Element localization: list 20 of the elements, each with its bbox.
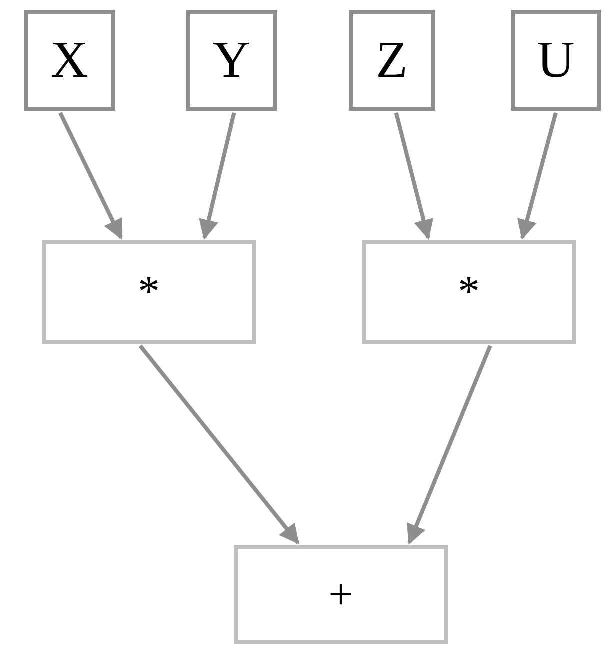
variable-label: U bbox=[537, 34, 575, 86]
arrow bbox=[394, 112, 434, 240]
variable-label: Z bbox=[376, 34, 408, 86]
variable-label: X bbox=[50, 34, 88, 86]
arrow bbox=[199, 112, 236, 240]
arrow bbox=[58, 112, 123, 240]
variable-box bbox=[24, 10, 115, 111]
variable-box bbox=[349, 10, 435, 111]
arrow bbox=[518, 112, 558, 240]
operator-box bbox=[362, 240, 576, 344]
arrow bbox=[138, 344, 300, 545]
variable-box bbox=[186, 10, 277, 111]
operator-label: * bbox=[138, 270, 160, 314]
operator-label: + bbox=[328, 572, 354, 616]
variable-box bbox=[511, 10, 601, 111]
operator-box bbox=[234, 545, 448, 644]
operator-label: * bbox=[458, 270, 480, 314]
operator-box bbox=[42, 240, 256, 344]
arrow bbox=[407, 345, 492, 545]
variable-label: Y bbox=[212, 34, 250, 86]
